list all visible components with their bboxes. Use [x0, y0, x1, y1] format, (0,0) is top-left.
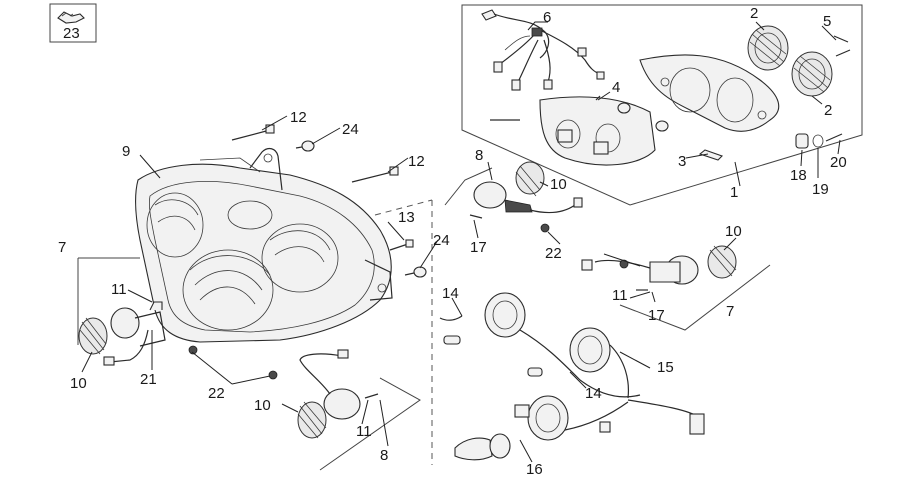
callout-7-right: 7: [726, 303, 734, 320]
callout-5: 5: [823, 13, 831, 30]
callout-10-left: 10: [70, 375, 87, 392]
callout-2-upper: 2: [750, 5, 758, 22]
turn-signal-left-8: [268, 349, 421, 471]
bracket-line-13: [374, 199, 433, 216]
callout-19: 19: [812, 181, 829, 198]
callout-17-right: 17: [648, 307, 665, 324]
callout-10-top: 10: [550, 176, 567, 193]
callout-23: 23: [63, 25, 80, 42]
callout-11-right: 11: [612, 287, 628, 304]
fasteners-18-19-20: [795, 133, 843, 149]
callout-22-left: 22: [208, 385, 225, 402]
callout-13: 13: [398, 209, 415, 226]
lamp-cup-2-upper: [747, 25, 789, 71]
wiring-harness-6: [481, 9, 605, 91]
callout-3: 3: [678, 153, 686, 170]
callout-9: 9: [122, 143, 130, 160]
callout-12-lower: 12: [408, 153, 425, 170]
bulb-holders-14-15-16: [439, 292, 705, 461]
turn-signal-right-7: [581, 245, 771, 331]
callout-15: 15: [657, 359, 674, 376]
screw-5: [833, 35, 851, 57]
cover-shell: [639, 54, 780, 132]
callout-16: 16: [526, 461, 543, 478]
callout-8-top: 8: [475, 147, 483, 164]
screw-13: [389, 239, 414, 251]
callout-6: 6: [543, 9, 551, 26]
leader-lines: [81, 21, 841, 463]
turn-signal-left-7: [77, 257, 198, 366]
callout-14-upper: 14: [442, 285, 459, 302]
grommet-24-lower: [404, 266, 427, 278]
callout-24-lower: 24: [433, 232, 450, 249]
callout-labels: 23 6 2 5 4 2 3 1 18 19 20 12 24 12 9 8 1…: [58, 5, 847, 478]
headlight-assembly-9: [135, 147, 393, 343]
callout-10-right: 10: [725, 223, 742, 240]
callout-22-right: 22: [545, 245, 562, 262]
turn-signal-right-8: [444, 161, 583, 233]
callout-14-lower: 14: [585, 385, 602, 402]
lamp-cup-2-lower: [791, 51, 833, 97]
callout-8-bottom: 8: [380, 447, 388, 464]
callout-1: 1: [730, 184, 738, 201]
callout-21: 21: [140, 371, 157, 388]
legend-box-23: [49, 3, 97, 43]
callout-20: 20: [830, 154, 847, 171]
callout-10-bottom: 10: [254, 397, 271, 414]
callout-11-bottom: 11: [356, 423, 372, 440]
callout-17-top: 17: [470, 239, 487, 256]
grommet-24-upper: [295, 140, 315, 152]
callout-24-upper: 24: [342, 121, 359, 138]
callout-12-upper: 12: [290, 109, 307, 126]
callout-2-lower: 2: [824, 102, 832, 119]
callout-7-left: 7: [58, 239, 66, 256]
bulb-holder-bracket: [490, 95, 724, 166]
callout-18: 18: [790, 167, 807, 184]
callout-4: 4: [612, 79, 620, 96]
cluster-box-outline: [461, 4, 863, 206]
callout-11-left: 11: [111, 281, 127, 298]
